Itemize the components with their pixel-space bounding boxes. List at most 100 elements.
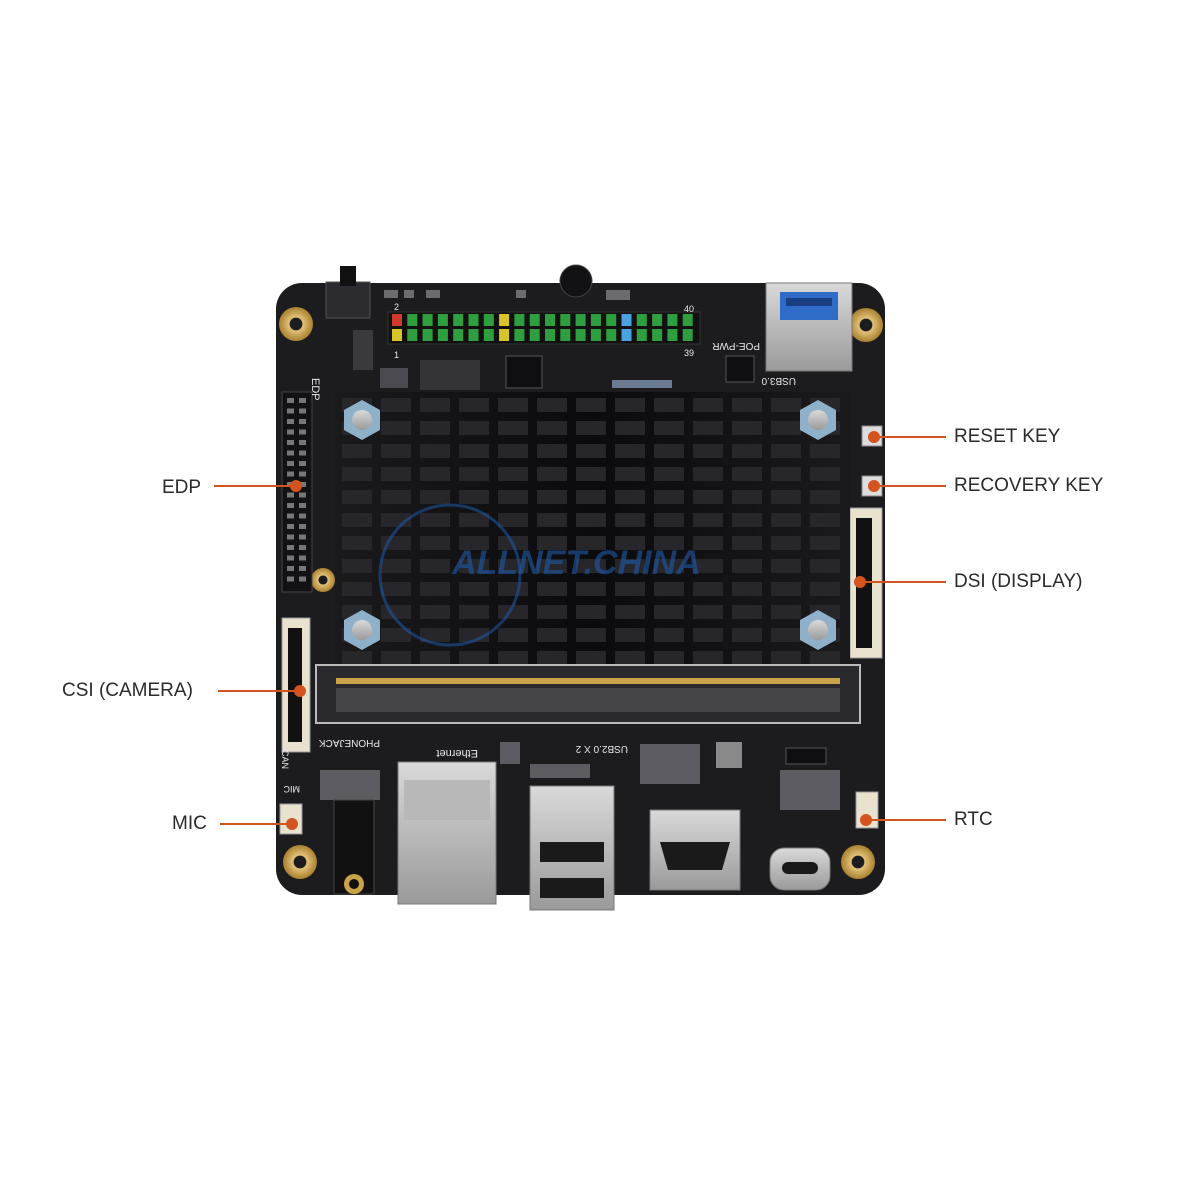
- heatsink-fin: [693, 490, 723, 504]
- watermark-text: ALLNET.CHINA: [451, 544, 701, 582]
- smd-components: [353, 290, 755, 390]
- heatsink-fin: [498, 490, 528, 504]
- heatsink-fin: [654, 490, 684, 504]
- edp-pin: [299, 482, 306, 487]
- heatsink-fin: [420, 559, 450, 573]
- gpio-pin: [453, 314, 464, 326]
- edp-pin: [287, 576, 294, 582]
- heatsink-fin: [459, 513, 489, 527]
- gpio-pin: [636, 314, 647, 326]
- heatsink-fin: [537, 490, 567, 504]
- callout-edp: EDP: [162, 477, 202, 498]
- heatsink-fin: [693, 421, 723, 435]
- gpio-pin: [590, 329, 601, 341]
- heatsink-fin: [537, 628, 567, 642]
- edp-pin: [299, 566, 306, 571]
- heatsink-fin: [498, 513, 528, 527]
- heatsink-fin: [537, 651, 567, 665]
- heatsink-fin: [732, 513, 762, 527]
- gpio-pin: [606, 314, 617, 326]
- gpio-pin: [682, 329, 693, 341]
- top-switch-icon: [325, 281, 371, 319]
- heatsink-fin: [420, 421, 450, 435]
- gpio-pin: [545, 329, 555, 341]
- callout-dot-icon: [294, 685, 306, 697]
- gpio-pin: [437, 329, 448, 341]
- gpio-pin: [422, 314, 433, 326]
- heatsink-fin: [459, 398, 489, 412]
- heatsink-fin: [576, 444, 606, 458]
- heatsink-fin: [732, 467, 762, 481]
- heatsink-fin: [537, 582, 567, 596]
- heatsink-fin: [381, 605, 411, 619]
- edp-pin: [287, 534, 294, 540]
- edp-pin: [287, 545, 294, 550]
- edp-pin: [299, 398, 306, 403]
- callout-recovery-key: RECOVERY KEY: [954, 475, 1104, 496]
- heatsink-fin: [615, 513, 645, 527]
- heatsink-fin: [693, 513, 723, 527]
- gpio-pin: [468, 314, 479, 326]
- heatsink-fin: [810, 490, 840, 504]
- heatsink-fin: [771, 398, 801, 412]
- gpio-pin: [468, 329, 479, 341]
- heatsink-fin: [576, 421, 606, 435]
- gpio-pin: [652, 314, 663, 326]
- heatsink-fin: [459, 490, 489, 504]
- heatsink-fin: [459, 467, 489, 481]
- heatsink-fin: [732, 536, 762, 550]
- heatsink-fin: [459, 444, 489, 458]
- gpio-pin: [682, 314, 693, 326]
- callout-csi: CSI (CAMERA): [62, 680, 193, 701]
- silk-edp: EDP: [309, 378, 321, 401]
- heatsink-fin: [498, 398, 528, 412]
- heatsink-fin: [771, 628, 801, 642]
- heatsink-fin: [771, 444, 801, 458]
- mounting-hole-icon: [311, 568, 335, 592]
- heatsink-fin: [732, 605, 762, 619]
- heatsink-fin: [654, 513, 684, 527]
- heatsink-fin: [654, 467, 684, 481]
- heatsink-fin: [342, 513, 372, 527]
- callout-dot-icon: [854, 576, 866, 588]
- edp-pin: [299, 576, 306, 582]
- heatsink-fin: [459, 536, 489, 550]
- gpio-pin: [652, 329, 663, 341]
- heatsink-fin: [810, 513, 840, 527]
- heatsink-fin: [771, 605, 801, 619]
- heatsink-fin: [615, 490, 645, 504]
- gpio-pin: [514, 329, 525, 341]
- gpio-pin: [392, 329, 402, 341]
- heatsink-fin: [810, 651, 840, 665]
- edp-pin: [299, 440, 306, 445]
- silk-can: CAN: [280, 750, 290, 769]
- heatsink-fin: [732, 582, 762, 596]
- silk-pin-1: 1: [394, 350, 399, 360]
- heatsink-fin: [342, 582, 372, 596]
- heatsink-fin: [576, 536, 606, 550]
- heatsink-fin: [576, 467, 606, 481]
- watermark-globe-icon: [378, 503, 522, 647]
- heatsink-fin: [654, 398, 684, 412]
- edp-pin: [287, 513, 294, 519]
- heatsink-fin: [420, 513, 450, 527]
- silk-pin-39: 39: [684, 348, 694, 358]
- gpio-pin: [636, 329, 647, 341]
- heatsink-fin: [498, 582, 528, 596]
- heatsink-fin: [537, 513, 567, 527]
- callout-dots: [286, 431, 880, 830]
- gpio-pin: [529, 329, 540, 341]
- heatsink-fin: [576, 490, 606, 504]
- heatsink-fin: [420, 605, 450, 619]
- heatsink-fin: [420, 490, 450, 504]
- heatsink-fin: [771, 467, 801, 481]
- edp-pin: [287, 419, 294, 424]
- silk-pin-2: 2: [394, 302, 399, 312]
- buzzer-icon: [559, 264, 593, 298]
- gpio-pins: [392, 314, 693, 341]
- gpio-pin: [560, 314, 571, 326]
- heatsink-fin: [732, 490, 762, 504]
- callout-dot-icon: [868, 431, 880, 443]
- heatsink-fin: [654, 444, 684, 458]
- heatsink-fin: [810, 467, 840, 481]
